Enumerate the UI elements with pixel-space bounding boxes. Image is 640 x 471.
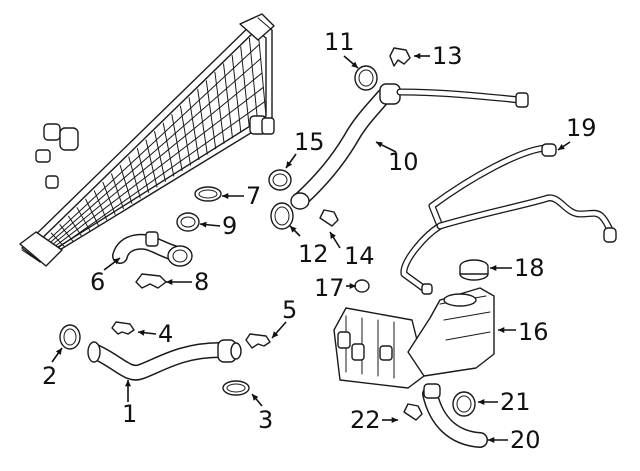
- part-1-lower-hose: [87, 339, 242, 381]
- callout-22: 22: [350, 406, 381, 434]
- leader-arrowhead: [351, 61, 358, 68]
- leader-arrowhead: [290, 226, 297, 233]
- part-3-o-ring: [222, 380, 250, 396]
- callout-16: 16: [518, 318, 549, 346]
- leader-arrowhead: [286, 161, 293, 168]
- leader-arrowhead: [272, 331, 279, 338]
- part-6-upper-hose: [112, 231, 193, 267]
- part-17-valve: [354, 279, 370, 293]
- leader-arrowhead: [391, 416, 398, 424]
- part-21-o-ring: [452, 391, 476, 417]
- leader-arrowhead: [478, 398, 485, 406]
- leader-arrowhead: [124, 380, 132, 387]
- callout-18: 18: [514, 254, 545, 282]
- leader-arrowhead: [414, 52, 421, 60]
- callout-7: 7: [246, 182, 261, 210]
- callout-20: 20: [510, 426, 541, 454]
- leader-arrowhead: [349, 282, 356, 290]
- callout-leaders: [51, 52, 571, 444]
- part-19-tube: [400, 143, 617, 295]
- part-13-clip: [389, 47, 411, 67]
- radiator: [19, 13, 275, 267]
- part-15-clamp: [268, 169, 292, 191]
- callout-12: 12: [298, 240, 329, 268]
- radiator-fitting: [35, 149, 51, 163]
- leader-arrowhead: [330, 232, 336, 239]
- callout-2: 2: [42, 362, 57, 390]
- part-7-gasket: [194, 186, 222, 202]
- leader-arrowhead: [498, 326, 505, 334]
- leader-arrowhead: [376, 142, 383, 148]
- callout-labels: 1 2 3 4 5 6 7 8 9 10 11 12 13 14 15 16 1…: [42, 28, 597, 454]
- part-22-clip: [403, 403, 423, 421]
- leader-arrowhead: [488, 436, 495, 444]
- callout-15: 15: [294, 128, 325, 156]
- callout-9: 9: [222, 212, 237, 240]
- callout-10: 10: [388, 148, 419, 176]
- part-4-clip: [111, 321, 135, 335]
- leader-arrowhead: [558, 143, 565, 150]
- part-18-cap: [459, 259, 489, 281]
- callout-6: 6: [90, 268, 105, 296]
- leader-arrowhead: [166, 278, 173, 286]
- leader-arrowhead: [222, 192, 229, 200]
- leader-arrowhead: [200, 221, 207, 228]
- callout-19: 19: [566, 114, 597, 142]
- callout-8: 8: [194, 268, 209, 296]
- callout-11: 11: [324, 28, 355, 56]
- part-12-o-ring: [270, 202, 294, 230]
- part-11-o-ring: [354, 65, 378, 91]
- part-14-clip: [319, 209, 339, 227]
- part-10-coolant-hose: [290, 83, 529, 210]
- part-8-clip: [135, 273, 167, 289]
- leader-arrowhead: [490, 264, 497, 272]
- callout-17: 17: [314, 274, 345, 302]
- leader-arrowhead: [113, 258, 120, 265]
- callout-21: 21: [500, 388, 531, 416]
- leader-arrowhead: [138, 329, 145, 336]
- part-5-clip: [245, 333, 271, 349]
- part-9-clamp: [176, 212, 200, 232]
- callout-3: 3: [258, 406, 273, 434]
- callout-14: 14: [344, 242, 375, 270]
- part-2-o-ring: [59, 324, 81, 350]
- callout-1: 1: [122, 400, 137, 428]
- callout-4: 4: [158, 320, 173, 348]
- radiator-fins: [33, 29, 267, 259]
- leader-arrowhead: [252, 394, 259, 401]
- part-20-hose: [422, 383, 488, 448]
- part-16-reservoir: [333, 287, 495, 389]
- callout-13: 13: [432, 42, 463, 70]
- callout-5: 5: [282, 296, 297, 324]
- leader-arrowhead: [55, 348, 62, 355]
